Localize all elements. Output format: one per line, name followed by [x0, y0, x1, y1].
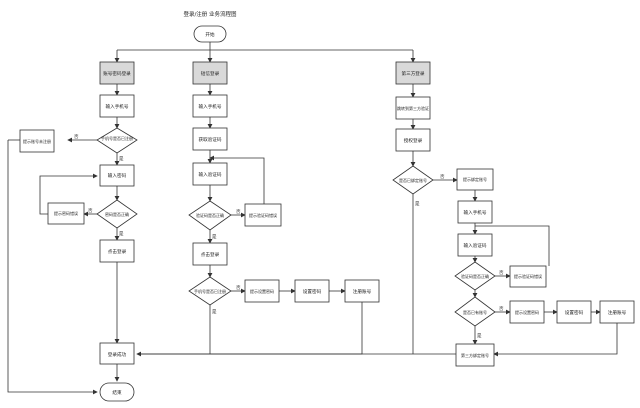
start-label: 开始: [205, 31, 215, 38]
col1-registered-decision: [96, 127, 138, 154]
edge-label-yes: 是: [477, 333, 482, 339]
col3-code-box: [457, 233, 493, 257]
edge-label-yes: 是: [119, 231, 124, 237]
col2-setpwd-box: [294, 279, 330, 303]
col3-setpwd-tip-label: 提示设置密码: [515, 309, 539, 315]
diagram-title: 登录/注册 业务流程图: [183, 10, 237, 18]
col3-jump-box: [395, 96, 431, 120]
col3-registered-label: 是否已有账号: [463, 309, 487, 315]
col1-pwderr-label: 提示密码错误: [54, 210, 78, 216]
col3-registered-decision: [454, 296, 496, 327]
edge-labels: 否 是 否 是 否 是 否 是 否 是 否 否 是: [74, 134, 504, 339]
col3-register-label: 注册账号: [608, 309, 627, 316]
col1-click-label: 点击登录: [108, 248, 127, 255]
col3-head-box: [395, 61, 431, 85]
col2-getcode-box: [192, 127, 228, 151]
col2-codeerr-label: 提示验证码错误: [249, 212, 277, 218]
col1-notreg-label: 提示账号未注册: [23, 138, 51, 144]
col2-setpwd-label: 设置密码: [303, 288, 322, 295]
col3-auth-box: [395, 128, 431, 152]
edges: [7, 42, 618, 395]
edge-label-no: 否: [236, 209, 241, 215]
col1-pwdok-label: 密码是否正确: [105, 211, 129, 217]
col1-phone-box: [99, 94, 135, 118]
col2-setpwd-tip-box: [244, 279, 280, 303]
start-node: [193, 25, 227, 43]
col3-register-box: [599, 300, 635, 324]
col3-bindtip-box: [456, 168, 494, 191]
col1-notreg-box: [19, 129, 55, 153]
col1-head-box: [99, 61, 135, 85]
col3-bindtip-label: 提示绑定账号: [463, 176, 487, 182]
col3-bindacc-box: [455, 343, 495, 367]
edge-label-no: 否: [74, 134, 79, 140]
edge-label-no: 否: [236, 285, 241, 291]
col2-click-label: 点击登录: [201, 251, 220, 258]
col3-codeerr-box: [509, 265, 547, 288]
col3-head-label: 第三方登录: [402, 70, 425, 77]
col3-phone-box: [457, 200, 493, 224]
end-node: [99, 382, 135, 402]
edge-label-no: 否: [499, 270, 504, 276]
col2-codeok-decision: [188, 200, 232, 231]
col1-pwd-box: [99, 164, 135, 187]
col2-code-box: [192, 162, 228, 186]
col3-codeerr-label: 提示验证码错误: [514, 273, 542, 279]
col1-phone-label: 输入手机号: [106, 103, 129, 110]
edge-label-yes: 是: [415, 201, 420, 207]
login-ok-box: [99, 342, 135, 365]
col1-registered-label: 手机号是否已注册: [101, 135, 133, 141]
col3-auth-label: 授权登录: [404, 137, 423, 144]
col3-codeok-decision: [454, 261, 496, 291]
col2-setpwd-tip-label: 提示设置密码: [250, 288, 274, 294]
edge-label-no: 否: [499, 306, 504, 312]
edge-label-yes: 是: [119, 156, 124, 162]
col3-setpwd-tip-box: [509, 300, 545, 324]
edge-label-yes: 是: [212, 309, 217, 315]
col1-pwderr-box: [47, 202, 85, 225]
nodes: 登录/注册 业务流程图 开始 账号密码登录 输入手机号 手机号是否已注册 提示账…: [19, 10, 635, 402]
col2-click-box: [192, 242, 228, 266]
login-ok-label: 登录成功: [108, 351, 127, 358]
col3-setpwd-box: [556, 300, 592, 324]
col2-head-label: 短信登录: [201, 70, 220, 77]
col1-head-label: 账号密码登录: [103, 70, 131, 77]
col2-registered-decision: [188, 276, 232, 306]
col3-bound-decision: [392, 165, 434, 195]
col2-registered-label: 手机号是否已注册: [194, 288, 226, 294]
col2-phone-label: 输入手机号: [199, 103, 222, 110]
edge-label-no: 否: [440, 174, 445, 180]
col3-setpwd-label: 设置密码: [565, 309, 584, 316]
col2-register-label: 注册账号: [353, 288, 372, 295]
end-label: 结束: [112, 389, 122, 396]
col3-bindacc-label: 第三方绑定账号: [461, 352, 489, 358]
col2-codeerr-box: [244, 203, 282, 227]
col3-jump-label: 跳转到第三方验证: [397, 105, 429, 111]
col1-pwd-label: 输入密码: [108, 172, 127, 179]
col3-code-label: 输入验证码: [464, 242, 487, 249]
col2-phone-box: [192, 94, 228, 118]
col1-pwdok-decision: [96, 199, 138, 229]
col2-register-box: [344, 279, 380, 303]
edge-label-yes: 是: [212, 234, 217, 240]
col1-click-box: [99, 239, 135, 263]
col3-phone-label: 输入手机号: [464, 209, 487, 216]
edge-label-no: 否: [88, 208, 93, 214]
col3-codeok-label: 验证码是否正确: [461, 273, 489, 279]
col2-codeok-label: 验证码是否正确: [196, 212, 224, 218]
col2-code-label: 输入验证码: [199, 171, 222, 178]
col2-head-box: [192, 61, 228, 85]
col2-getcode-label: 获取验证码: [199, 136, 222, 143]
col3-bound-label: 是否已绑定账号: [399, 177, 427, 183]
